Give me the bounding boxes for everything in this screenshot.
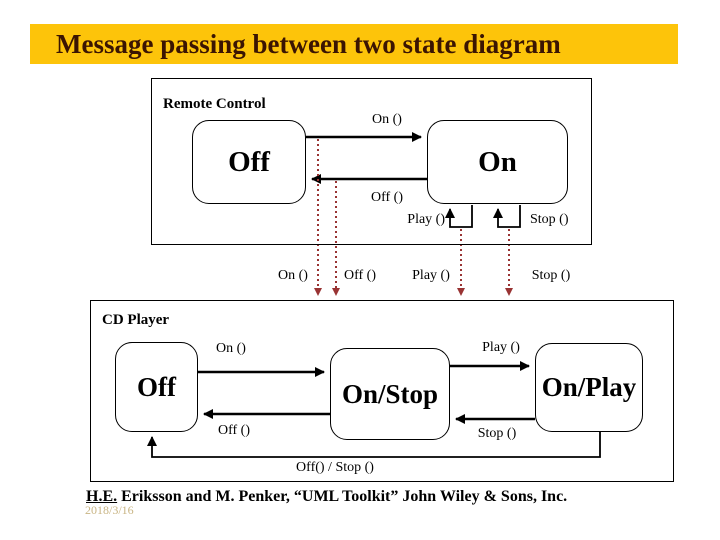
remote-control-label: Remote Control bbox=[163, 96, 266, 112]
rc-msg-stop: Stop () bbox=[530, 212, 569, 227]
channel-msg-stop: Stop () bbox=[531, 268, 571, 283]
citation-text: Eriksson and M. Penker, “UML Toolkit” Jo… bbox=[117, 488, 568, 505]
cd-msg-off: Off () bbox=[217, 423, 250, 438]
rc-msg-play: Play () bbox=[407, 212, 445, 227]
citation: H.E. Eriksson and M. Penker, “UML Toolki… bbox=[86, 488, 567, 506]
rc-msg-off: Off () bbox=[370, 190, 403, 205]
cd-msg-play: Play () bbox=[482, 340, 520, 355]
channel-msg-play: Play () bbox=[412, 268, 450, 283]
citation-authors-head: H.E. bbox=[86, 488, 118, 505]
rc-msg-on: On () bbox=[372, 112, 402, 127]
title-banner: Message passing between two state diagra… bbox=[30, 24, 678, 64]
cd-msg-stop: Stop () bbox=[477, 426, 517, 441]
cd-player-frame bbox=[90, 300, 674, 482]
page-title: Message passing between two state diagra… bbox=[56, 28, 561, 59]
rc-state-off: Off bbox=[192, 120, 306, 204]
date-stamp: 2018/3/16 bbox=[85, 503, 134, 517]
cd-state-off: Off bbox=[115, 342, 198, 432]
remote-control-frame bbox=[151, 78, 592, 245]
cd-state-on-play: On/Play bbox=[535, 343, 643, 432]
cd-msg-off-stop: Off() / Stop () bbox=[296, 460, 374, 475]
cd-state-on-stop: On/Stop bbox=[330, 348, 450, 440]
cd-msg-on: On () bbox=[216, 341, 246, 356]
cd-player-label: CD Player bbox=[102, 312, 170, 328]
channel-msg-on: On () bbox=[278, 268, 308, 283]
rc-state-on: On bbox=[427, 120, 568, 204]
channel-msg-off: Off () bbox=[343, 268, 376, 283]
